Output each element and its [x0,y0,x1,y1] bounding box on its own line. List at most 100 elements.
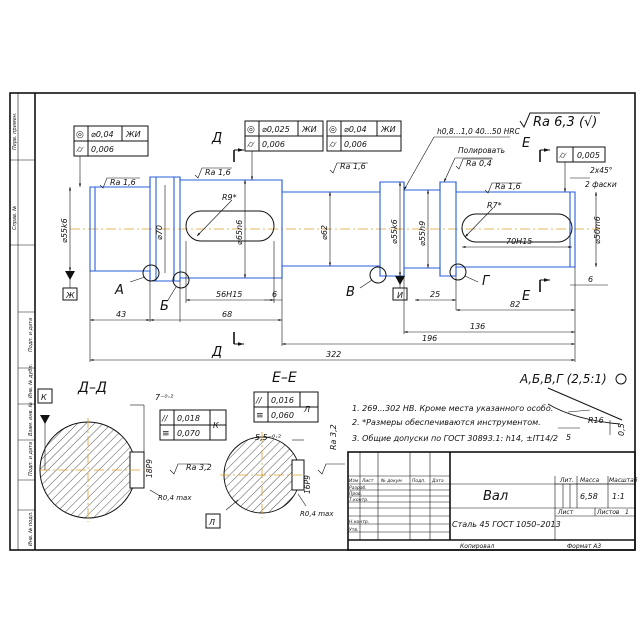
roughness-general: Ra 6,3 (√) [519,112,600,130]
section-d-bottom: Д [211,345,222,360]
tolerance-frame-far: ⌭ 0,005 [556,146,606,192]
svg-text:Л: Л [208,518,215,527]
svg-text:◎: ◎ [329,125,337,135]
svg-text:7⁻⁰·²: 7⁻⁰·² [155,393,174,402]
svg-text:2х45°: 2х45° [590,166,613,175]
svg-text:0,006: 0,006 [262,140,285,149]
svg-text:Копировал: Копировал [460,543,494,550]
svg-text://: // [255,396,263,405]
svg-text:⌭: ⌭ [76,145,84,155]
svg-text:Ra 3,2: Ra 3,2 [186,463,212,472]
svg-text:ЖИ: ЖИ [125,130,141,139]
dim-43: 43 [116,310,126,319]
diameter-labels: ⌀55k6 ⌀70 ⌀65n6 ⌀62 ⌀55k6 ⌀55h9 ⌀50m6 [60,216,602,246]
title-block-text: Вал Сталь 45 ГОСТ 1050–2013 Лит. Масса М… [349,477,638,550]
node-g: Г [482,274,491,289]
svg-text:Разраб.: Разраб. [349,485,367,491]
svg-text:Подп.: Подп. [412,478,426,484]
dim-196: 196 [422,334,437,343]
radius-leaders [196,199,494,238]
dim-25: 25 [430,290,440,299]
svg-text:h0,8...1,0 40...50 HRC: h0,8...1,0 40...50 HRC [437,127,521,136]
svg-text:Ra 1,6: Ra 1,6 [495,182,521,191]
svg-text:Лит.: Лит. [559,477,574,484]
svg-text:Ra 1,6: Ra 1,6 [205,168,231,177]
svg-text:R0,4 max: R0,4 max [158,494,192,502]
svg-text:1: 1 [625,509,629,516]
detail-view: А,Б,В,Г (2,5:1) R16 5 0,5 [519,372,627,442]
svg-text:Утв.: Утв. [349,527,358,533]
node-circles [129,263,479,301]
length-labels: 43 68 56H15 6 25 82 136 196 322 70H15 6 [116,237,593,359]
svg-text:Лист: Лист [361,478,374,484]
roughness-marks: Ra 1,6 Ra 1,6 Ra 1,6 Ra 1,6 Ra 0,4 [99,158,522,194]
svg-text:◎: ◎ [76,130,84,140]
dim-136: 136 [470,322,485,331]
svg-text:2 фаски: 2 фаски [585,180,617,189]
svg-text:5: 5 [566,433,571,442]
dim-68: 68 [222,310,232,319]
svg-text:⌭: ⌭ [329,140,337,150]
part-mass: 6,58 [580,492,598,501]
svg-text:⌀0,04: ⌀0,04 [91,130,114,139]
side-label: Взам. инв. № [28,402,34,436]
svg-text:⌭: ⌭ [559,151,567,161]
node-letters: А Б В Г [114,274,491,314]
dim-d55k6: ⌀55k6 [60,218,69,243]
dim-82: 82 [510,300,520,309]
svg-text:0,006: 0,006 [344,140,367,149]
svg-text:Д–Д: Д–Д [77,380,107,396]
svg-text:ЖИ: ЖИ [301,125,317,134]
svg-text:Масса: Масса [580,477,599,484]
note-3: 3. Общие допуски по ГОСТ 30893.1: h14, ±… [352,434,558,443]
note-2: 2. *Размеры обеспечиваются инструментом. [352,418,541,427]
part-scale: 1:1 [612,492,625,501]
dim-d62: ⌀62 [320,225,329,240]
radius-r7: R7* [487,201,502,210]
svg-text:0,005: 0,005 [577,151,600,160]
svg-text:Ra 0,4: Ra 0,4 [466,159,492,168]
svg-text:Изм: Изм [349,478,359,484]
svg-text:№ докум: № докум [380,478,402,484]
svg-text:0,5: 0,5 [617,423,626,436]
technical-notes: 1. 269...302 HB. Кроме места указанного … [352,404,558,443]
dim-d55h9: ⌀55h9 [418,221,427,246]
keyway-right [461,213,573,243]
svg-text:Ra 1,6: Ra 1,6 [340,162,366,171]
length-dims [89,241,608,362]
side-strip-labels: Перв. примен. Справ. № Подп. и дата Инв.… [12,112,34,546]
svg-text:≡: ≡ [162,429,170,439]
tolerance-frame-mid: ◎ ⌀0,025 ЖИ ⌭ 0,006 [244,120,324,180]
side-label: Перв. примен. [12,112,18,150]
note-1: 1. 269...302 HB. Кроме места указанного … [352,404,553,413]
top-notes: h0,8...1,0 40...50 HRC Полировать 2х45° … [403,127,617,191]
dim-322: 322 [326,350,341,359]
svg-text:К: К [41,393,47,402]
svg-text:≡: ≡ [256,411,264,421]
svg-text:Полировать: Полировать [458,146,505,155]
title-block [347,451,636,551]
keyway-left [185,210,275,242]
dim-6a: 6 [272,290,277,299]
svg-text:И: И [397,291,403,300]
svg-text:0,006: 0,006 [91,145,114,154]
diameter-dims [68,180,598,278]
section-cuts [233,148,550,346]
svg-text:⌭: ⌭ [247,140,255,150]
svg-text:16P9: 16P9 [303,475,312,494]
tolerance-frame-right: ◎ ⌀0,04 ЖИ ⌭ 0,006 [326,120,402,152]
svg-text:Масштаб: Масштаб [609,477,638,484]
dim-d55k6b: ⌀55k6 [390,219,399,244]
svg-text:Л: Л [303,405,310,414]
tolerance-frame-left: ◎ ⌀0,04 ЖИ ⌭ 0,006 [73,125,149,187]
side-label: Инв. № дубл. [28,364,34,398]
radius-r9: R9* [222,193,237,202]
svg-text:Листов: Листов [596,509,620,516]
svg-text:0,016: 0,016 [271,396,294,405]
part-name: Вал [483,489,508,504]
section-dd: Д–Д К 7⁻⁰·² 18P9 Ra 3,2 R0,4 max // ≡ 0,… [37,380,227,522]
svg-text:Ra 1,6: Ra 1,6 [110,178,136,187]
svg-text:К: К [213,421,219,430]
section-d-top: Д [211,131,222,146]
svg-text:Т.контр.: Т.контр. [349,497,369,503]
